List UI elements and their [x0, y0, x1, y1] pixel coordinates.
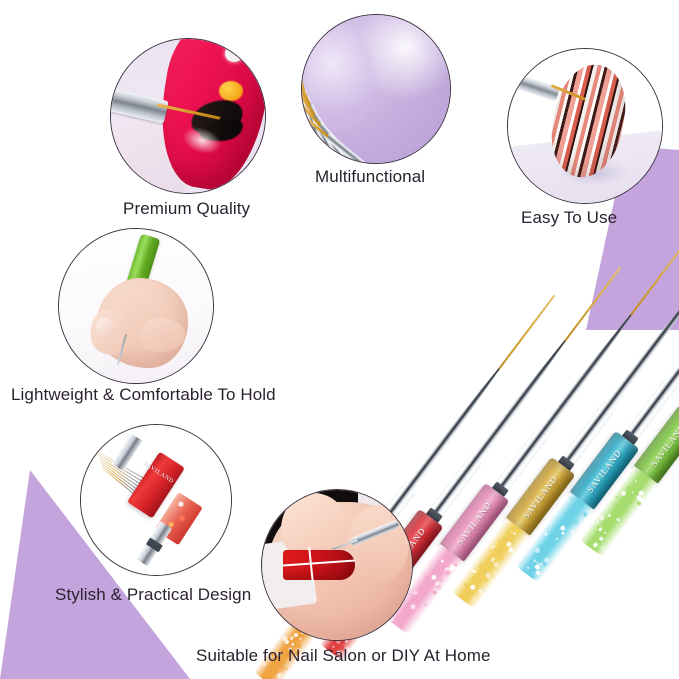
label-premium-quality: Premium Quality: [123, 200, 250, 218]
label-multifunctional: Multifunctional: [315, 168, 425, 186]
callout-premium-quality: [110, 38, 266, 194]
liner-brush-cluster: [302, 15, 450, 163]
label-salon: Suitable for Nail Salon or DIY At Home: [196, 647, 491, 665]
label-lightweight: Lightweight & Comfortable To Hold: [11, 386, 276, 404]
callout-easy-to-use: [507, 48, 663, 204]
callout-lightweight: [58, 228, 214, 384]
callout-stylish: SAVILAND: [80, 424, 232, 576]
gold-paint-dot: [219, 81, 244, 101]
callout-salon: [261, 489, 413, 641]
callout-multifunctional: [301, 14, 451, 164]
label-easy-to-use: Easy To Use: [521, 209, 617, 227]
label-stylish: Stylish & Practical Design: [55, 586, 251, 604]
